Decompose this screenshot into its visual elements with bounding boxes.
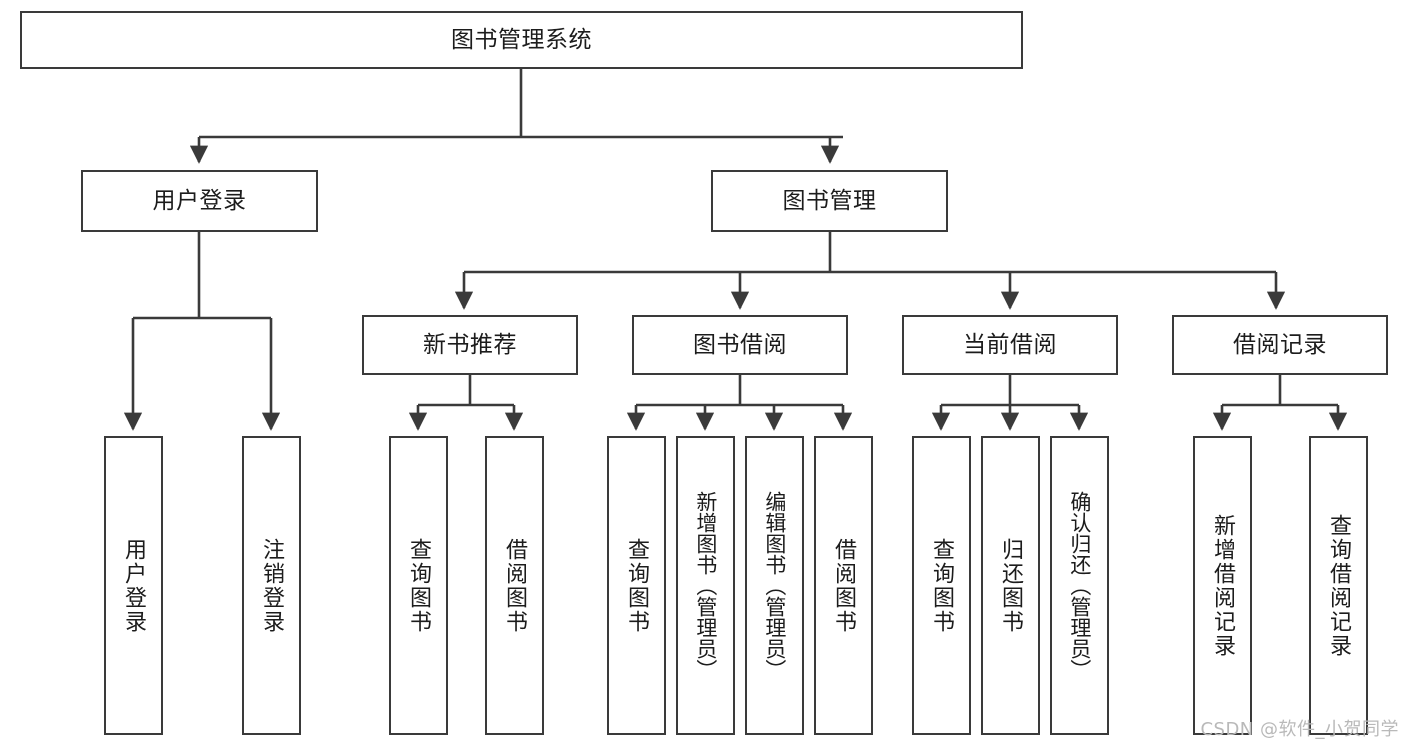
watermark: CSDN @软件_小贺同学: [1200, 719, 1399, 740]
node-root-label: 图书管理系统: [451, 26, 592, 53]
node-root[interactable]: 图书管理系统: [20, 11, 1023, 69]
leaf-current-confirm-return[interactable]: 确认归还（管理员）: [1050, 436, 1109, 735]
leaf-borrow-edit-book[interactable]: 编辑图书（管理员）: [745, 436, 804, 735]
node-book-borrow-label: 图书借阅: [693, 331, 787, 358]
leaf-label: 注销登录: [259, 537, 285, 634]
leaf-borrow-add-book[interactable]: 新增图书（管理员）: [676, 436, 735, 735]
leaf-current-query-book[interactable]: 查询图书: [912, 436, 971, 735]
leaf-records-add-record[interactable]: 新增借阅记录: [1193, 436, 1252, 735]
leaf-label: 确认归还（管理员）: [1067, 491, 1092, 680]
node-current-borrow-label: 当前借阅: [963, 331, 1057, 358]
node-new-book-recommend-label: 新书推荐: [423, 331, 517, 358]
node-book-management-label: 图书管理: [782, 187, 877, 214]
leaf-label: 新增借阅记录: [1210, 513, 1236, 658]
leaf-label: 新增图书（管理员）: [693, 491, 718, 680]
leaf-label: 查询图书: [929, 537, 955, 634]
leaf-borrow-borrow-book[interactable]: 借阅图书: [814, 436, 873, 735]
leaf-label: 借阅图书: [502, 537, 528, 634]
leaf-recommend-query-book[interactable]: 查询图书: [389, 436, 448, 735]
leaf-recommend-borrow-book[interactable]: 借阅图书: [485, 436, 544, 735]
leaf-records-query-record[interactable]: 查询借阅记录: [1309, 436, 1368, 735]
leaf-label: 用户登录: [121, 537, 147, 634]
node-new-book-recommend[interactable]: 新书推荐: [362, 315, 578, 375]
leaf-label: 编辑图书（管理员）: [762, 491, 787, 680]
leaf-label: 查询借阅记录: [1326, 513, 1352, 658]
node-current-borrow[interactable]: 当前借阅: [902, 315, 1118, 375]
leaf-user-login-login[interactable]: 用户登录: [104, 436, 163, 735]
leaf-label: 查询图书: [624, 537, 650, 634]
leaf-user-login-logout[interactable]: 注销登录: [242, 436, 301, 735]
leaf-borrow-query-book[interactable]: 查询图书: [607, 436, 666, 735]
node-user-login-label: 用户登录: [152, 187, 247, 214]
leaf-label: 归还图书: [998, 537, 1024, 634]
node-user-login[interactable]: 用户登录: [81, 170, 318, 232]
node-borrow-records-label: 借阅记录: [1233, 331, 1327, 358]
node-borrow-records[interactable]: 借阅记录: [1172, 315, 1388, 375]
leaf-label: 借阅图书: [831, 537, 857, 634]
node-book-borrow[interactable]: 图书借阅: [632, 315, 848, 375]
node-book-management[interactable]: 图书管理: [711, 170, 948, 232]
leaf-current-return-book[interactable]: 归还图书: [981, 436, 1040, 735]
leaf-label: 查询图书: [406, 537, 432, 634]
